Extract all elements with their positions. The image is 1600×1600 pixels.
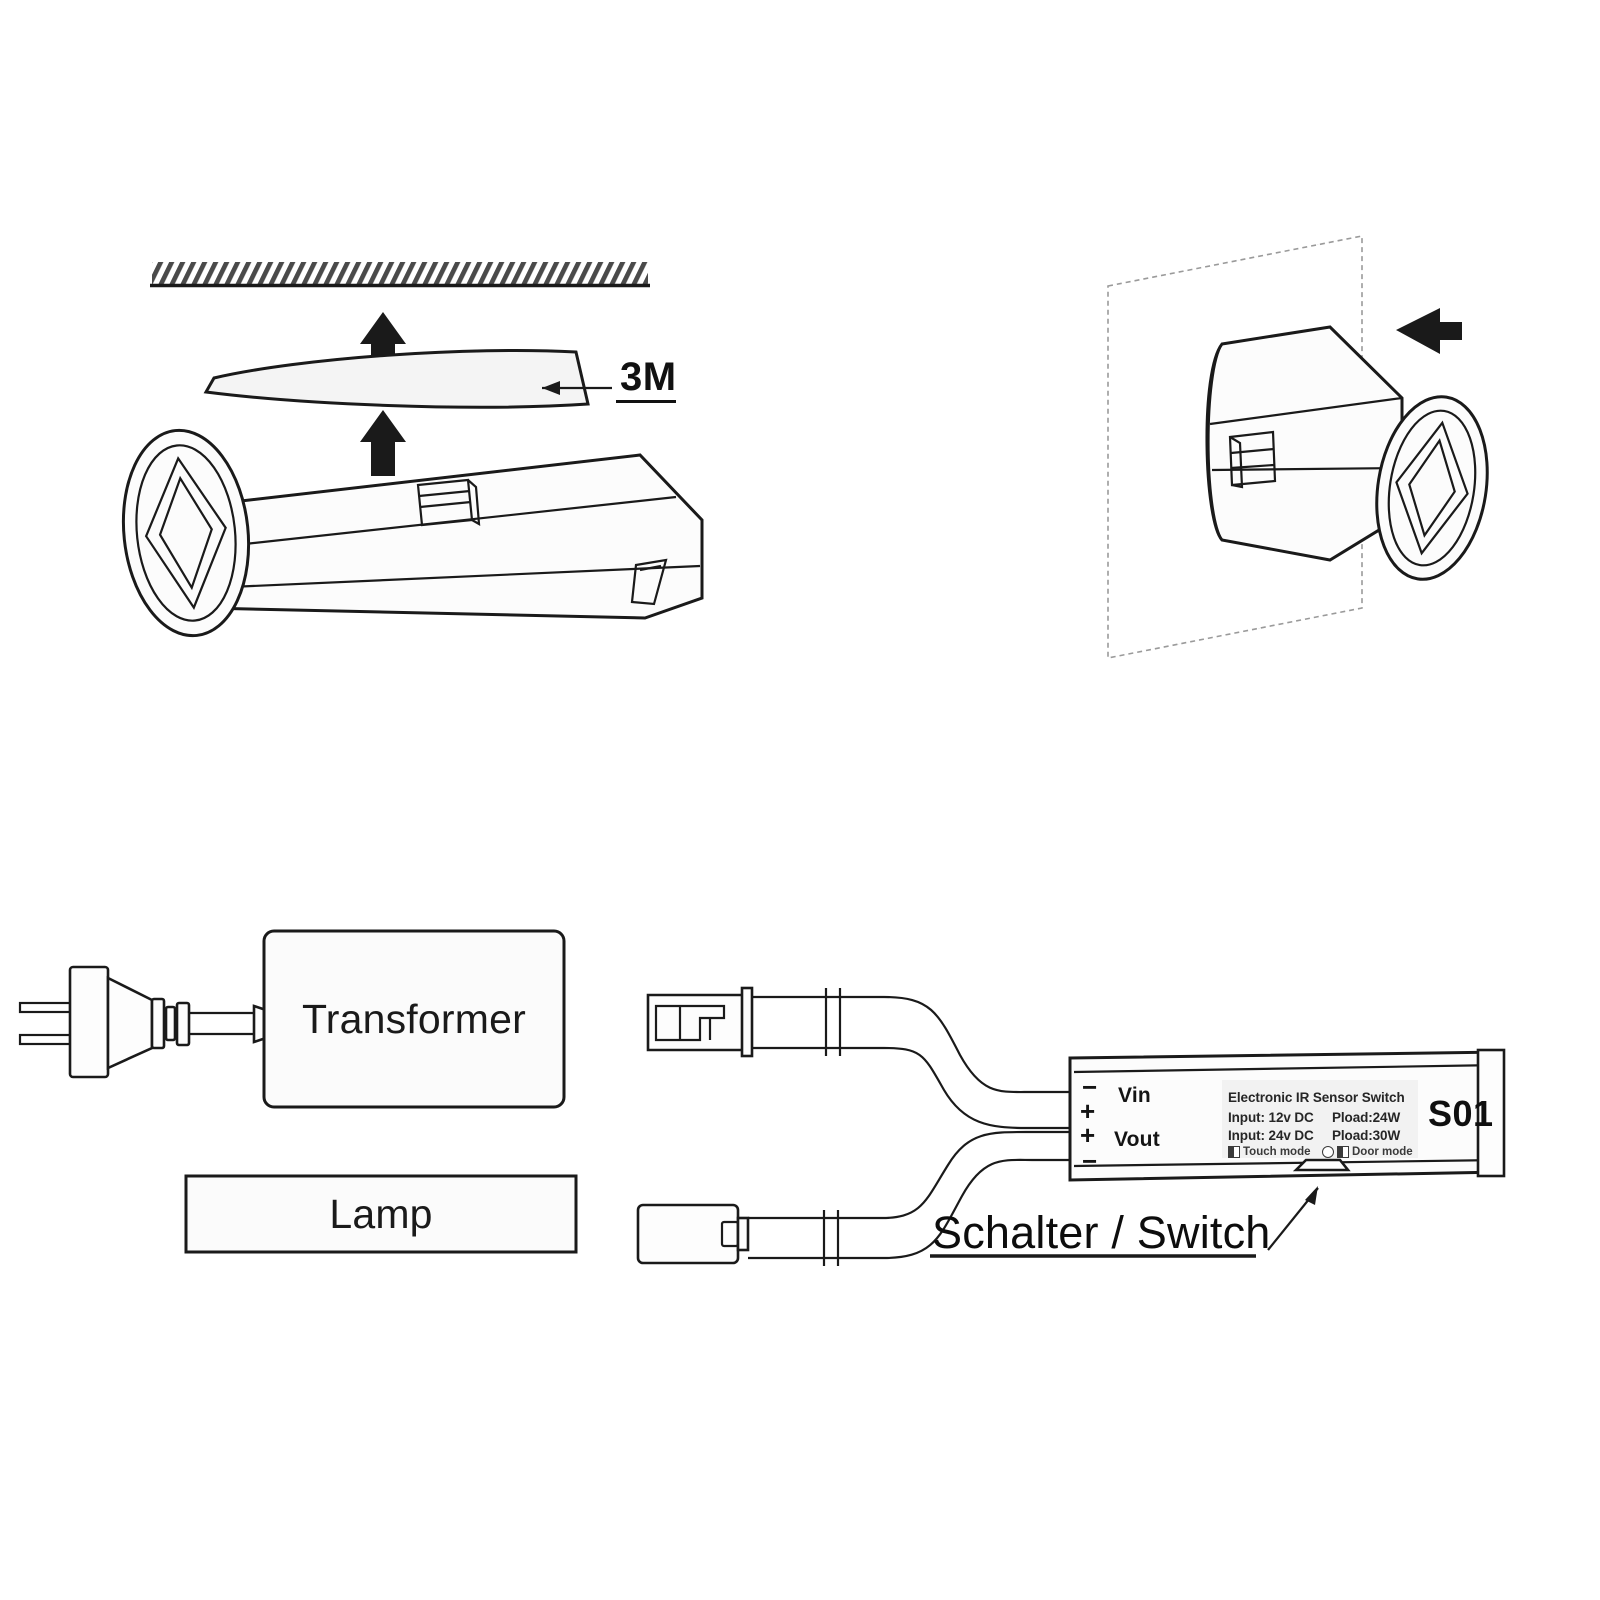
device-slot	[630, 558, 668, 606]
checkbox-door-fill-icon[interactable]	[1337, 1146, 1349, 1158]
vin-plus-sign: +	[1080, 1096, 1096, 1126]
sensor-switch-body	[1068, 1048, 1506, 1182]
connector-lower	[636, 1203, 750, 1265]
sensor-label-input-1: Input: 12v DC	[1228, 1110, 1314, 1125]
device-face-cap	[121, 428, 251, 638]
vout-plus-sign: +	[1080, 1120, 1096, 1150]
tape-callout-leader	[542, 381, 612, 395]
device-face-cap-wall	[1375, 395, 1489, 581]
sensor-label-row-2: Input: 24v DC Pload:30W	[1228, 1128, 1400, 1143]
arrow-up-icon-bottom	[360, 410, 406, 476]
vin-label: Vin	[1118, 1084, 1151, 1107]
sensor-label-row-1: Input: 12v DC Pload:24W	[1228, 1110, 1400, 1125]
mode-door-label: Door mode	[1352, 1146, 1413, 1158]
checkbox-door-icon[interactable]	[1322, 1146, 1334, 1158]
sensor-window-icon-wall	[1228, 430, 1277, 489]
sensor-device-wall	[1205, 325, 1489, 581]
lamp-box	[184, 1174, 578, 1254]
panel-wall-mount	[1107, 235, 1489, 659]
adhesive-tape-label: 3M	[620, 355, 677, 399]
connector-upper	[646, 986, 754, 1058]
arrow-left-icon	[1396, 308, 1462, 354]
switch-callout-label: Schalter / Switch	[932, 1207, 1271, 1258]
transformer-label: Transformer	[302, 995, 526, 1042]
vout-label: Vout	[1114, 1128, 1160, 1151]
checkbox-touch-icon[interactable]	[1228, 1146, 1240, 1158]
mode-touch-label: Touch mode	[1243, 1146, 1311, 1158]
plug-icon	[18, 965, 274, 1079]
vin-minus-sign: −	[1082, 1072, 1098, 1102]
lamp-label: Lamp	[329, 1190, 433, 1237]
mode-touch[interactable]: Touch mode	[1228, 1146, 1311, 1158]
adhesive-tape-label-underline	[616, 400, 676, 403]
vout-minus-sign: −	[1082, 1146, 1098, 1176]
sensor-label-load-2: Pload:30W	[1332, 1128, 1401, 1143]
sensor-model-label: S01	[1428, 1093, 1494, 1134]
switch-bump[interactable]	[1292, 1158, 1351, 1172]
cable-lower	[748, 1130, 1072, 1266]
sensor-label-load-1: Pload:24W	[1332, 1110, 1401, 1125]
cable-upper	[752, 988, 1072, 1130]
panel-ceiling-mount	[121, 262, 704, 638]
switch-callout-arrow	[1267, 1186, 1319, 1251]
sensor-label-input-2: Input: 24v DC	[1228, 1128, 1314, 1143]
sensor-label-title: Electronic IR Sensor Switch	[1228, 1090, 1405, 1105]
transformer-box	[262, 929, 566, 1109]
mode-door[interactable]: Door mode	[1322, 1146, 1413, 1158]
ceiling-surface	[150, 262, 650, 288]
sensor-window-icon	[416, 478, 481, 527]
panel-wiring	[18, 929, 1506, 1266]
adhesive-tape-3m	[203, 348, 590, 409]
sensor-device-isometric	[121, 428, 704, 638]
